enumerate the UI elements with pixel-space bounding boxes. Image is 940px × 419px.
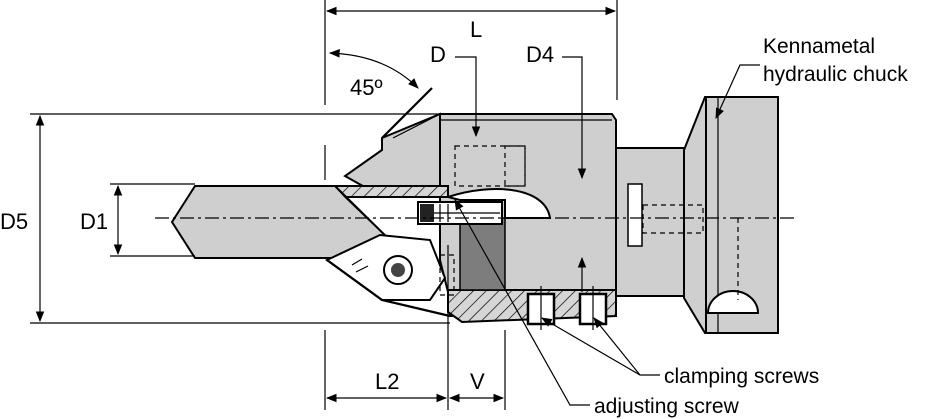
dim-label-L2: L2 <box>375 369 399 394</box>
dim-label-D: D <box>430 42 446 67</box>
chuck-label-line2: hydraulic chuck <box>763 63 908 86</box>
adjusting-screw-label: adjusting screw <box>594 395 740 418</box>
dim-label-L: L <box>470 17 482 42</box>
dim-label-V: V <box>470 369 485 394</box>
dim-label-D5: D5 <box>0 209 28 234</box>
hydraulic-chuck <box>615 96 779 334</box>
chamfer-insert <box>325 233 455 318</box>
dimension-arrows <box>35 6 760 406</box>
angle-label: 45º <box>350 75 383 100</box>
dim-label-D1: D1 <box>80 209 108 234</box>
adjusting-screw <box>417 201 503 225</box>
dim-label-D4: D4 <box>526 42 554 67</box>
clamping-screws-label: clamping screws <box>664 365 819 388</box>
clamping-screws <box>526 286 608 330</box>
chuck-label-line1: Kennametal <box>763 35 875 58</box>
extension-lines <box>30 0 618 410</box>
